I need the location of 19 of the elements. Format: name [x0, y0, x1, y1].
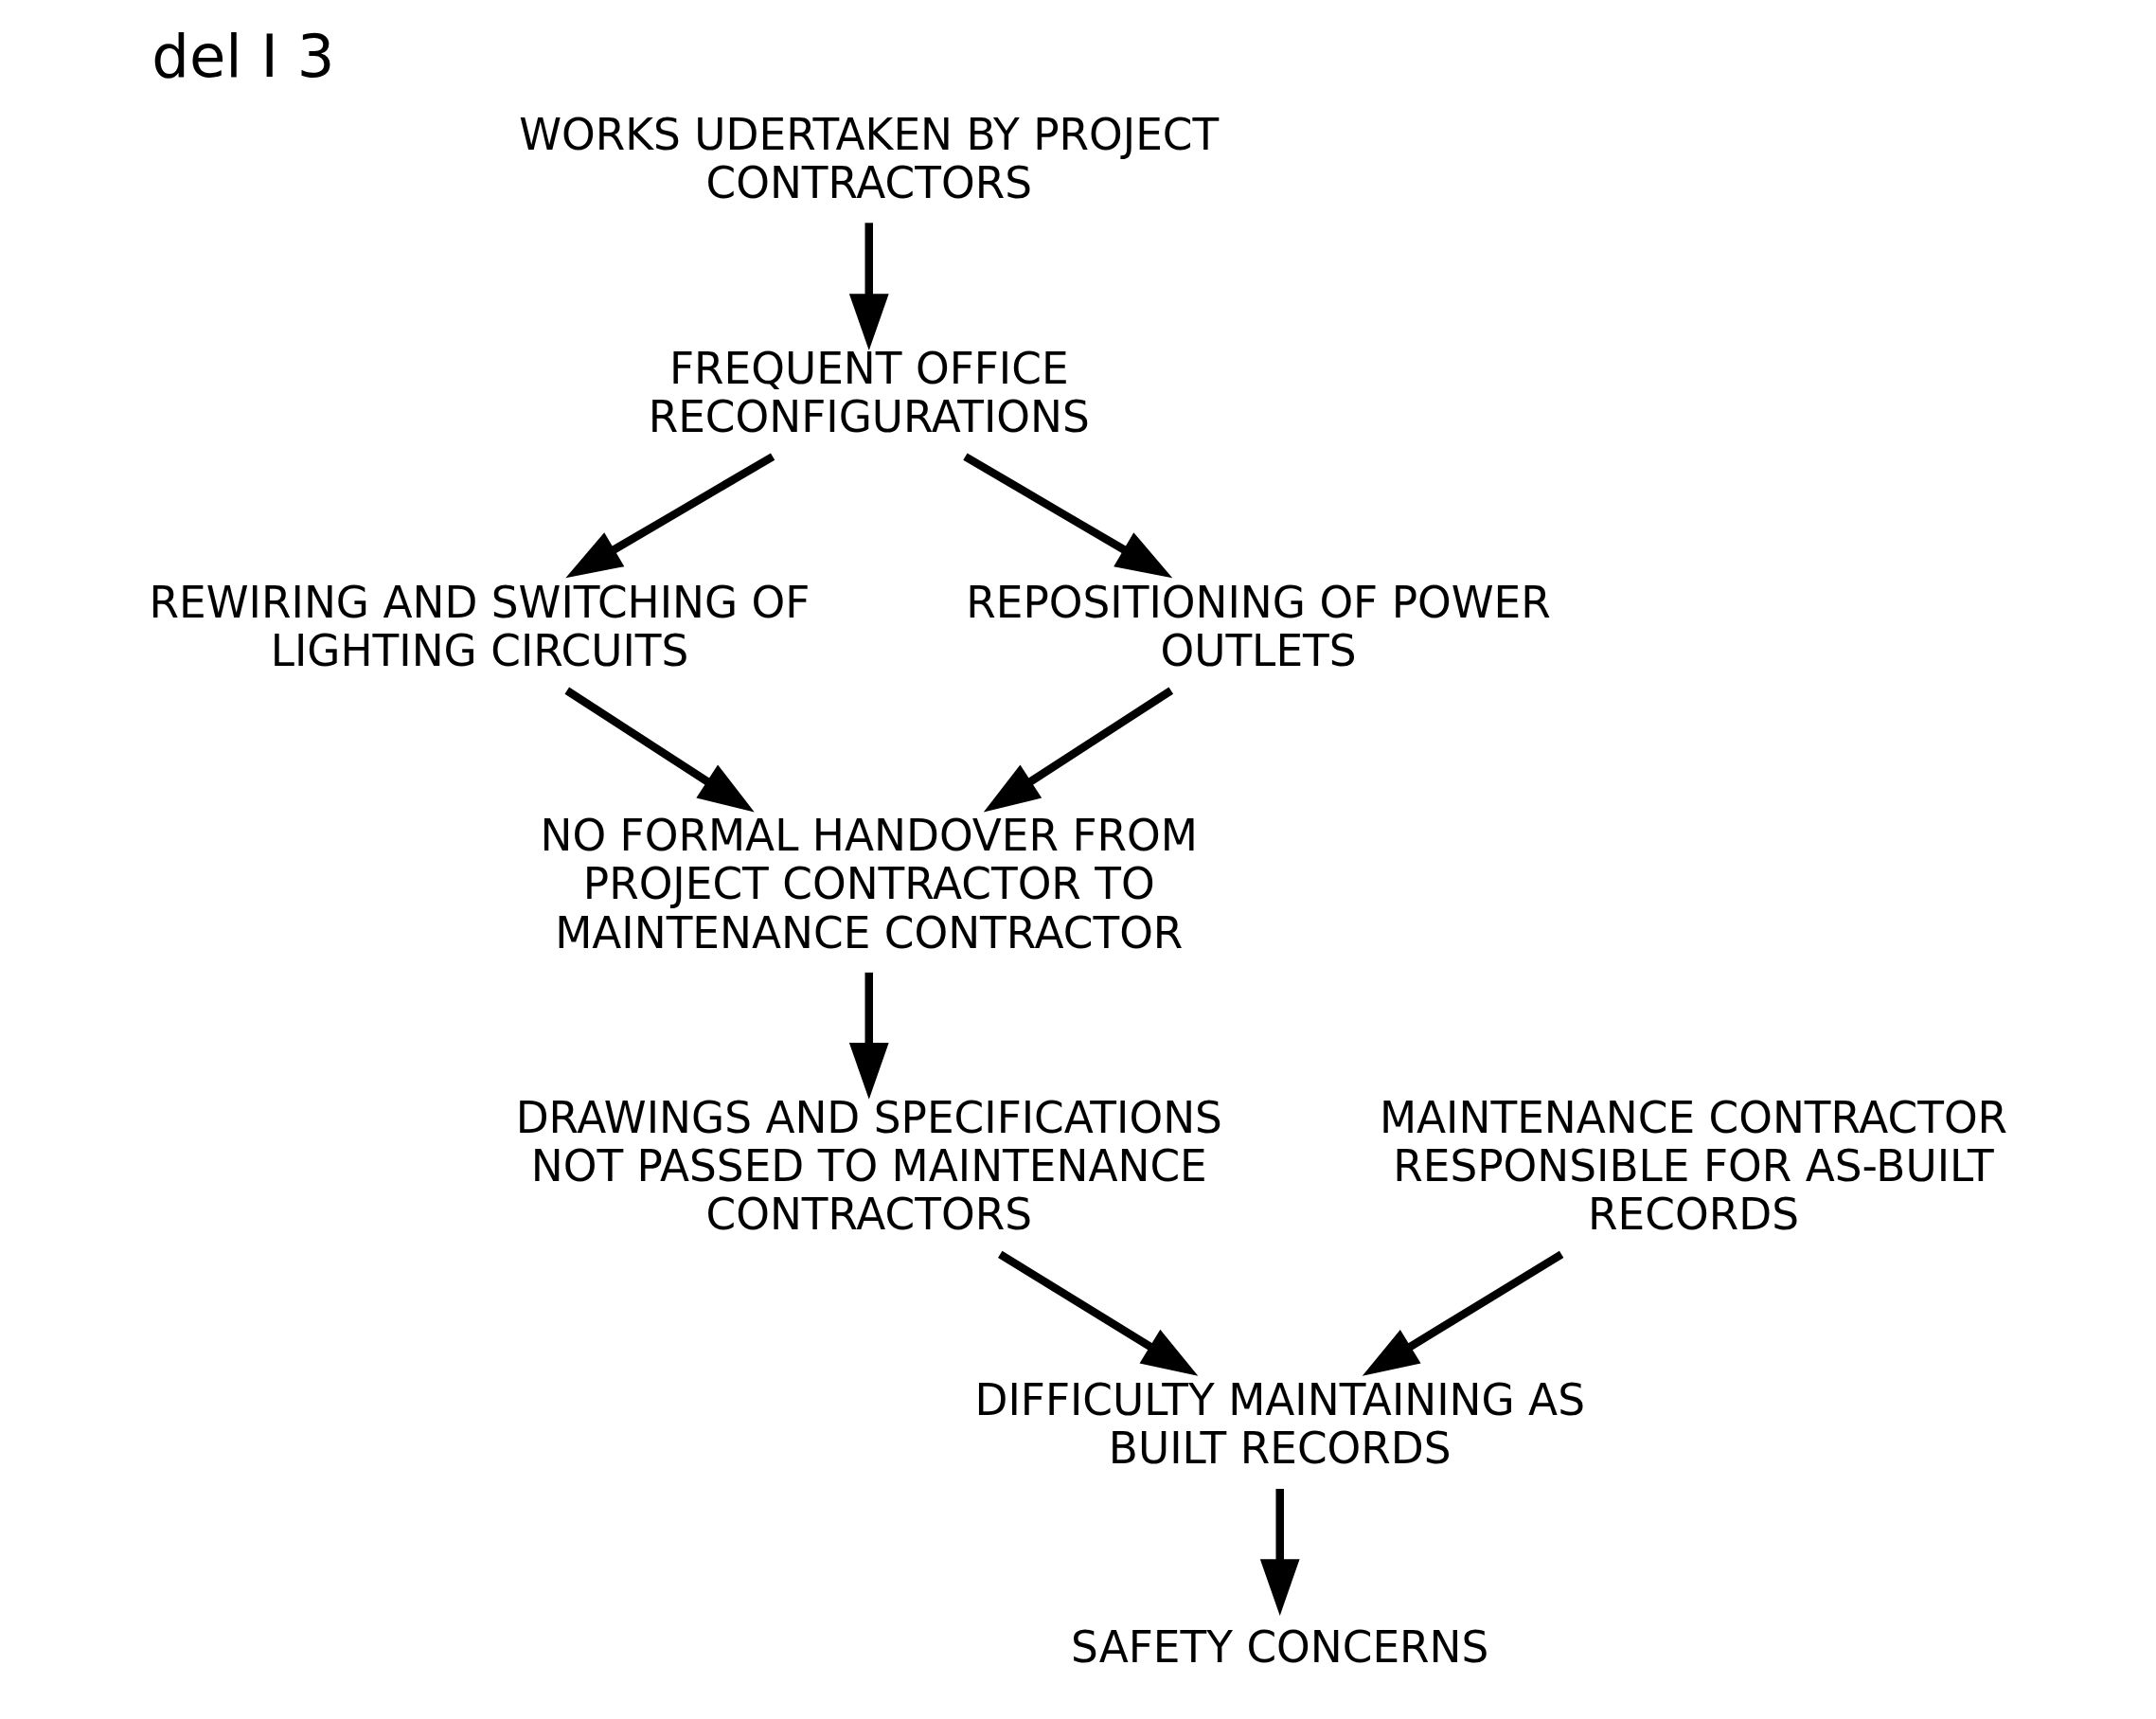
- arrow: [997, 1250, 1198, 1376]
- arrow: [962, 453, 1172, 579]
- arrow: [983, 687, 1173, 813]
- arrow: [848, 972, 889, 1100]
- arrow: [564, 453, 775, 579]
- node-text: WORKS UDERTAKEN BY PROJECT CONTRACTORS: [518, 110, 1219, 209]
- node-text: REWIRING AND SWITCHING OF LIGHTING CIRCUITS: [149, 577, 810, 676]
- arrow: [563, 687, 755, 813]
- node-text: NO FORMAL HANDOVER FROM PROJECT CONTRACTOR TO MAINTENANCE CONTRACTOR: [540, 811, 1198, 958]
- arrow: [848, 223, 889, 350]
- node-text: FREQUENT OFFICE RECONFIGURATIONS: [648, 343, 1090, 442]
- node-text: DRAWINGS AND SPECIFICATIONS NOT PASSED TO MAINTENANCE CONTRACTORS: [515, 1093, 1222, 1241]
- node-text: REPOSITIONING OF POWER OUTLETS: [965, 577, 1551, 676]
- arrow: [1259, 1489, 1300, 1616]
- node-text: SAFETY CONCERNS: [1070, 1622, 1488, 1674]
- node-text: DIFFICULTY MAINTAINING AS BUILT RECORDS: [973, 1375, 1585, 1475]
- node-text: MAINTENANCE CONTRACTOR RESPONSIBLE FOR AS-BUILT RECORDS: [1379, 1093, 2007, 1241]
- arrow: [1362, 1250, 1563, 1376]
- diagram-title: del I 3: [151, 21, 334, 91]
